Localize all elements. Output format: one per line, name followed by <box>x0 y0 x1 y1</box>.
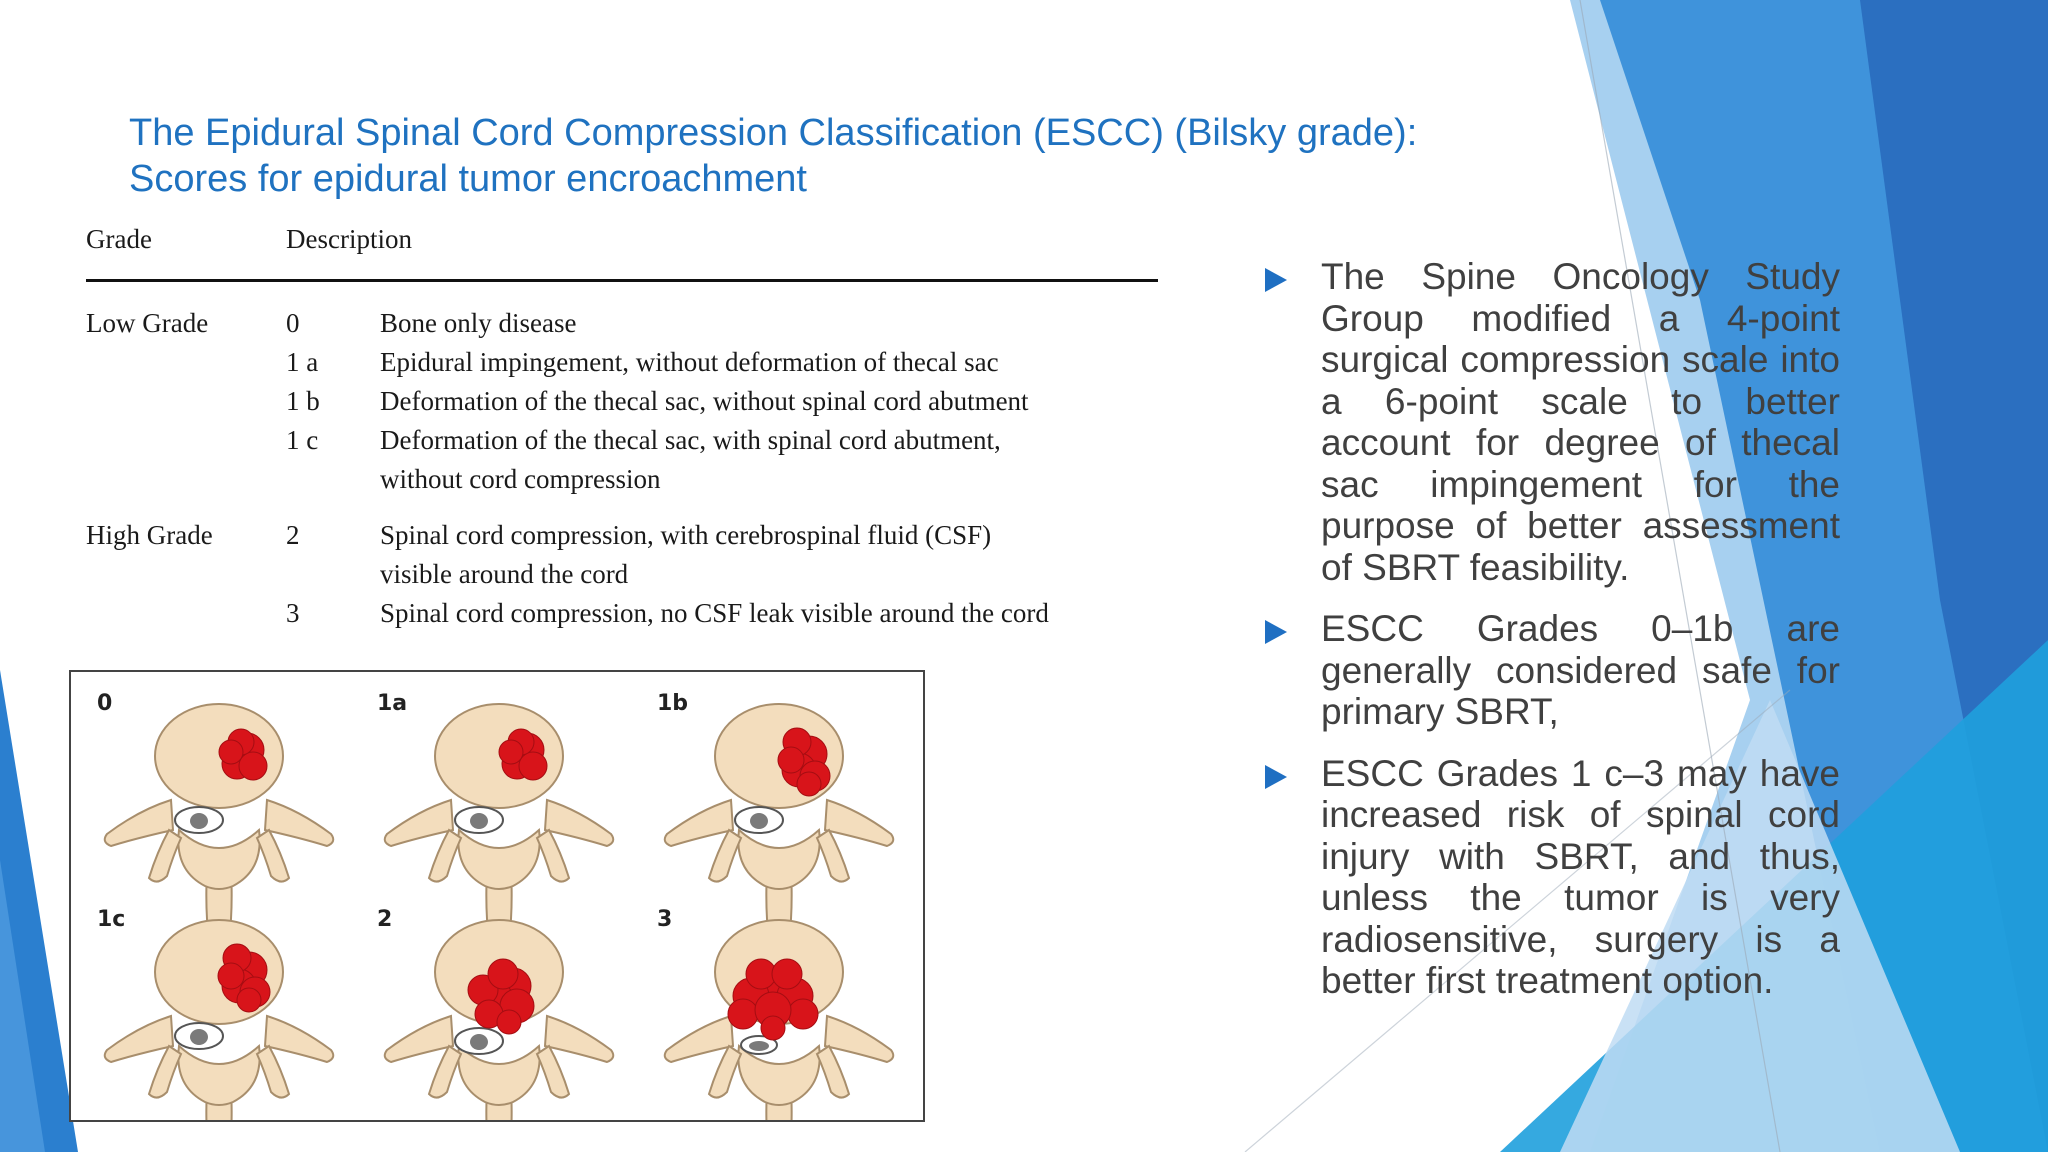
grade-description: Bone only disease <box>380 304 1158 343</box>
bullet-item: ESCC Grades 1 c–3 may have increased ris… <box>1265 753 1840 1002</box>
tumor-mass <box>218 728 268 781</box>
tumor-mass <box>777 727 831 797</box>
grade-description: Deformation of the thecal sac, without s… <box>380 382 1158 421</box>
bullet-item: The Spine Oncology Study Group modified … <box>1265 256 1840 588</box>
grade-code: 1 a <box>286 347 319 377</box>
panel-label: 3 <box>657 907 672 932</box>
tumor-mass <box>498 728 548 781</box>
bullet-text: ESCC Grades 0–1b are generally considere… <box>1321 608 1840 732</box>
vertebra-panel-3 <box>663 919 895 1120</box>
table-row: Low Grade 0 Bone only disease <box>86 304 1158 343</box>
bg-thin-line <box>1579 0 1781 1152</box>
table-row: High Grade 2 Spinal cord compression, wi… <box>86 516 1158 594</box>
table-row: 1 a Epidural impingement, without deform… <box>86 343 1158 382</box>
title-line-1: The Epidural Spinal Cord Compression Cla… <box>129 112 1418 154</box>
group-label-low: Low Grade <box>86 308 209 338</box>
table-row: 1 b Deformation of the thecal sac, witho… <box>86 382 1158 421</box>
grade-code: 1 c <box>286 425 319 455</box>
vertebra-illustration-figure: 0 1a 1b 1c 2 3 <box>69 670 925 1122</box>
description-line: Bone only disease <box>380 308 577 338</box>
table-row: 1 c Deformation of the thecal sac, with … <box>86 421 1158 499</box>
spinal-cord <box>470 813 488 829</box>
spinal-cord <box>190 813 208 829</box>
grade-code: 2 <box>286 520 300 550</box>
panel-label: 1c <box>97 907 125 932</box>
vertebra-panel-1b <box>663 703 895 946</box>
bullet-text: ESCC Grades 1 c–3 may have increased ris… <box>1321 752 1840 1002</box>
bg-shape-left-light <box>0 860 45 1152</box>
spinal-cord <box>750 813 768 829</box>
group-label-high: High Grade <box>86 520 213 550</box>
grade-description: Deformation of the thecal sac, with spin… <box>380 421 1158 499</box>
panel-label: 2 <box>377 907 392 932</box>
tumor-mass <box>217 943 271 1013</box>
description-line: Deformation of the thecal sac, with spin… <box>380 425 1001 455</box>
spinal-cord <box>190 1029 208 1045</box>
tumor-mass <box>727 958 819 1041</box>
grade-code: 0 <box>286 308 300 338</box>
description-line: without cord compression <box>380 464 661 494</box>
vertebra-panel-0 <box>103 703 335 946</box>
triangle-bullet-icon <box>1265 764 1287 789</box>
panel-label: 1b <box>657 691 688 716</box>
triangle-bullet-icon <box>1265 268 1287 292</box>
vertebra-panel-1a <box>383 703 615 946</box>
bg-thin-line-2 <box>1244 689 1791 1152</box>
table-body: Low Grade 0 Bone only disease 1 a Epidur… <box>86 304 1158 633</box>
grade-description: Epidural impingement, without deformatio… <box>380 343 1158 382</box>
grade-code: 1 b <box>286 386 320 416</box>
table-row: 3 Spinal cord compression, no CSF leak v… <box>86 594 1158 633</box>
header-description: Description <box>286 224 412 254</box>
title-line-2: Scores for epidural tumor encroachment <box>129 158 807 200</box>
grade-description: Spinal cord compression, with cerebrospi… <box>380 516 1158 594</box>
bullet-text: The Spine Oncology Study Group modified … <box>1321 256 1840 588</box>
slide-title: The Epidural Spinal Cord Compression Cla… <box>129 110 1549 202</box>
description-line: visible around the cord <box>380 559 629 589</box>
description-line: Spinal cord compression, no CSF leak vis… <box>380 598 1049 628</box>
description-line: Spinal cord compression, with cerebrospi… <box>380 520 992 550</box>
panel-label: 1a <box>377 691 407 716</box>
description-line: Deformation of the thecal sac, without s… <box>380 386 1029 416</box>
vertebra-panel-2 <box>383 919 615 1120</box>
bullet-item: ESCC Grades 0–1b are generally considere… <box>1265 608 1840 733</box>
grade-description: Spinal cord compression, no CSF leak vis… <box>380 594 1158 633</box>
vertebra-panel-1c <box>103 919 335 1120</box>
escc-grade-table: Grade Description Low Grade 0 Bone only … <box>86 224 1158 633</box>
vertebra-bone <box>103 919 335 1120</box>
bg-shape-bottom-pale <box>1560 700 1960 1152</box>
tumor-mass <box>467 958 535 1035</box>
spinal-cord <box>749 1041 769 1051</box>
triangle-bullet-icon <box>1265 620 1287 644</box>
bullet-list: The Spine Oncology Study Group modified … <box>1265 256 1840 1022</box>
grade-code: 3 <box>286 598 300 628</box>
description-line: Epidural impingement, without deformatio… <box>380 347 999 377</box>
panel-label: 0 <box>97 691 112 716</box>
table-header: Grade Description <box>86 224 1158 282</box>
spinal-cord <box>470 1034 488 1050</box>
vertebra-grades-svg: 0 1a 1b 1c 2 3 <box>97 691 895 1120</box>
header-grade: Grade <box>86 224 152 254</box>
